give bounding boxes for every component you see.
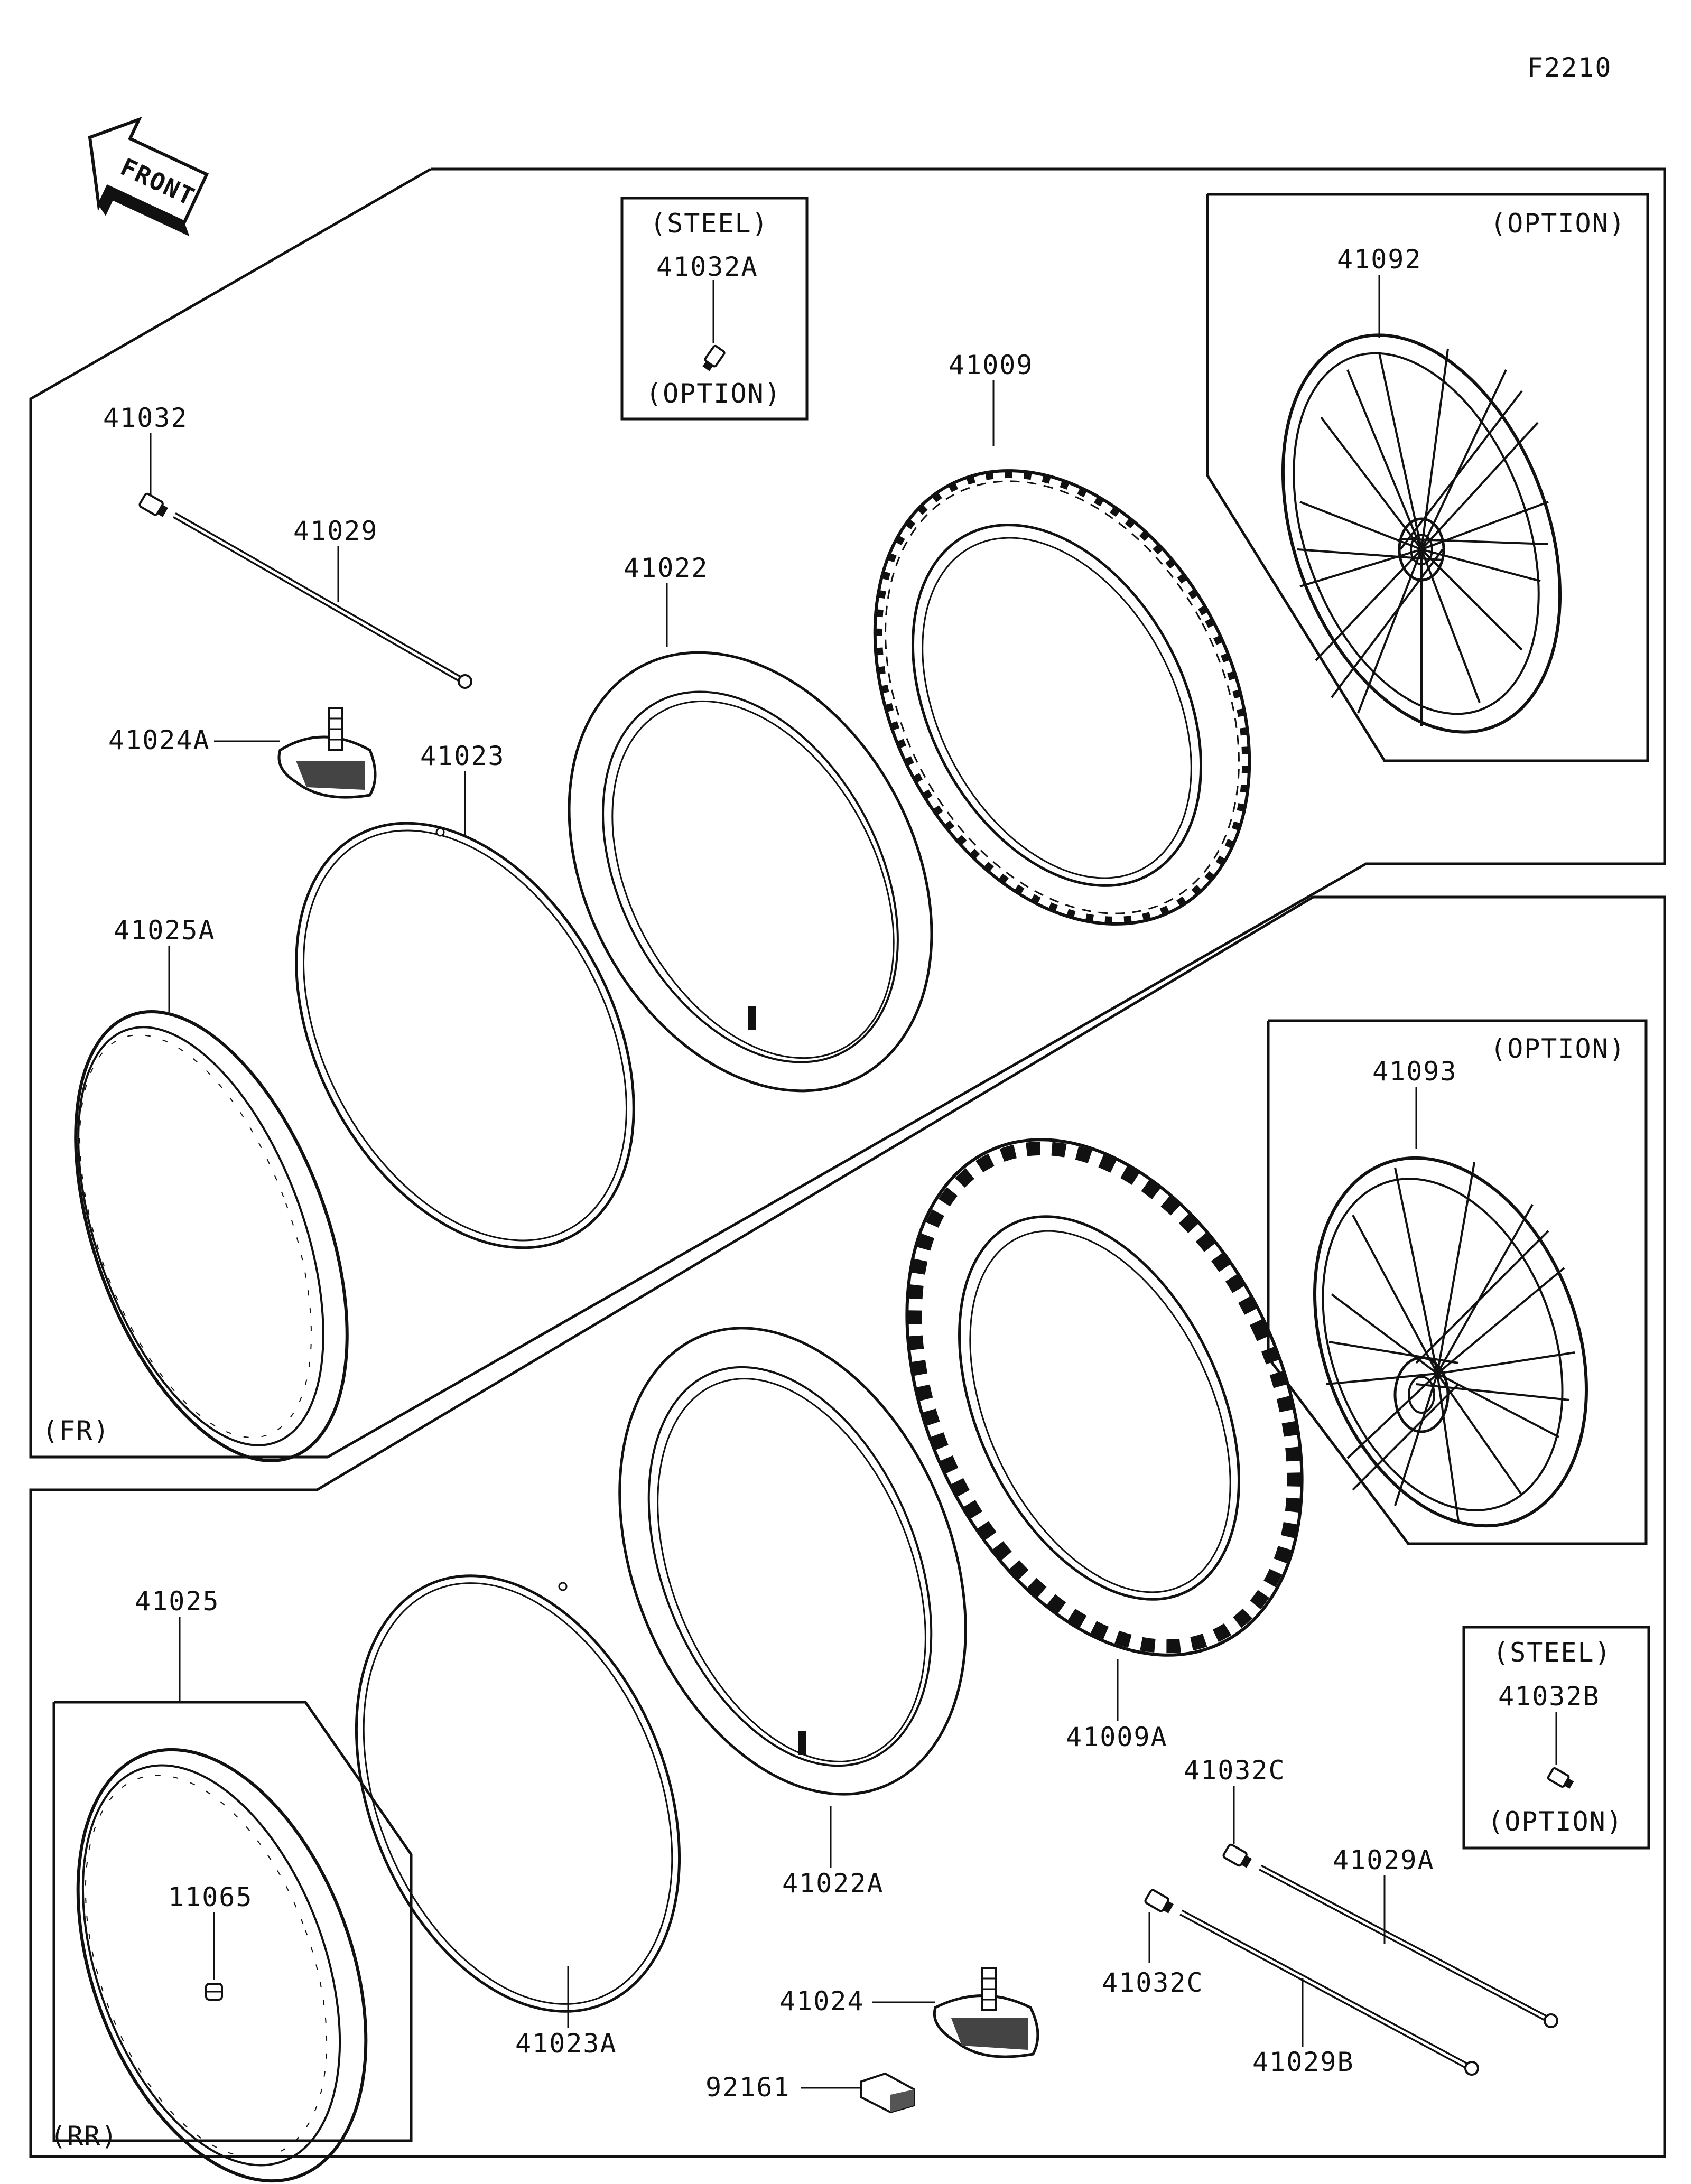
part-41093-label: 41093: [1372, 1056, 1457, 1087]
part-41029-label: 41029: [293, 516, 378, 546]
option-label: (OPTION): [646, 378, 782, 409]
front-section-label: (FR): [42, 1415, 110, 1446]
front-rim-41025A: [74, 1010, 349, 1462]
part-41022-label: 41022: [624, 553, 709, 583]
rear-tire-41009A: [905, 1138, 1304, 1657]
front-section-outline: [29, 167, 1666, 1459]
part-41022A-label: 41022A: [782, 1868, 884, 1899]
part-41032A-label: 41032A: [656, 251, 758, 282]
steel-label: (STEEL): [1493, 1637, 1612, 1668]
option-label: (OPTION): [1490, 1033, 1626, 1064]
rear-wheel-option-inset: (OPTION) 41093: [1267, 1019, 1648, 1545]
part-41092-label: 41092: [1337, 244, 1422, 275]
valve-cap-steel-icon: [1547, 1767, 1574, 1789]
spacer-block-92161: [860, 2072, 915, 2114]
part-41024-label: 41024: [779, 1986, 865, 2017]
front-arrow-icon: FRONT: [88, 116, 209, 237]
rim-band-41023: [295, 822, 635, 1249]
rear-section-label: (RR): [50, 2121, 118, 2151]
steel-valve-inset-rear: (STEEL) 41032B (OPTION): [1462, 1626, 1650, 1850]
option-label: (OPTION): [1490, 208, 1626, 239]
steel-label: (STEEL): [650, 208, 769, 239]
diagram-code: F2210: [1527, 52, 1612, 83]
part-41032-label: 41032: [103, 403, 188, 433]
part-41009A-label: 41009A: [1066, 1722, 1168, 1752]
spoked-wheel-41092: [1281, 333, 1562, 734]
valve-cap-icon: [1144, 1889, 1174, 1914]
part-92161-label: 92161: [705, 2072, 791, 2103]
part-41025A-label: 41025A: [114, 915, 216, 946]
valve-cap-steel-icon: [702, 344, 726, 371]
inner-tube-41022: [568, 651, 933, 1093]
part-41029B-label: 41029B: [1252, 2047, 1354, 2077]
part-41032B-label: 41032B: [1498, 1681, 1600, 1712]
option-label: (OPTION): [1488, 1806, 1623, 1837]
part-41023A-label: 41023A: [515, 2028, 617, 2059]
part-41032C-lower-label: 41032C: [1102, 1967, 1204, 1998]
part-41024A-label: 41024A: [108, 725, 210, 755]
rear-section-outline: [29, 895, 1666, 2158]
part-41023-label: 41023: [420, 741, 505, 771]
part-41032C-upper-label: 41032C: [1184, 1755, 1286, 1786]
part-41009-label: 41009: [949, 350, 1034, 380]
rear-rim-41025: [76, 1748, 368, 2183]
steel-valve-inset-front: (STEEL) 41032A (OPTION): [620, 197, 809, 421]
rear-rim-inset: [52, 1701, 413, 2142]
rim-lock-41024: [933, 1967, 1039, 2058]
valve-cap-icon: [138, 492, 168, 517]
part-11065-label: 11065: [168, 1882, 253, 1912]
spoked-wheel-41093: [1313, 1156, 1588, 1528]
part-41029A-label: 41029A: [1333, 1845, 1435, 1875]
front-wheel-option-inset: (OPTION) 41092: [1206, 193, 1649, 762]
front-tire-41009: [873, 469, 1251, 926]
rim-lock-41024A: [277, 707, 377, 799]
inner-tube-41022A: [618, 1327, 967, 1796]
part-41025-label: 41025: [135, 1586, 220, 1617]
rim-band-41023A: [355, 1574, 681, 2013]
valve-cap-icon: [1222, 1843, 1252, 1868]
grommet-11065: [205, 1983, 223, 2001]
